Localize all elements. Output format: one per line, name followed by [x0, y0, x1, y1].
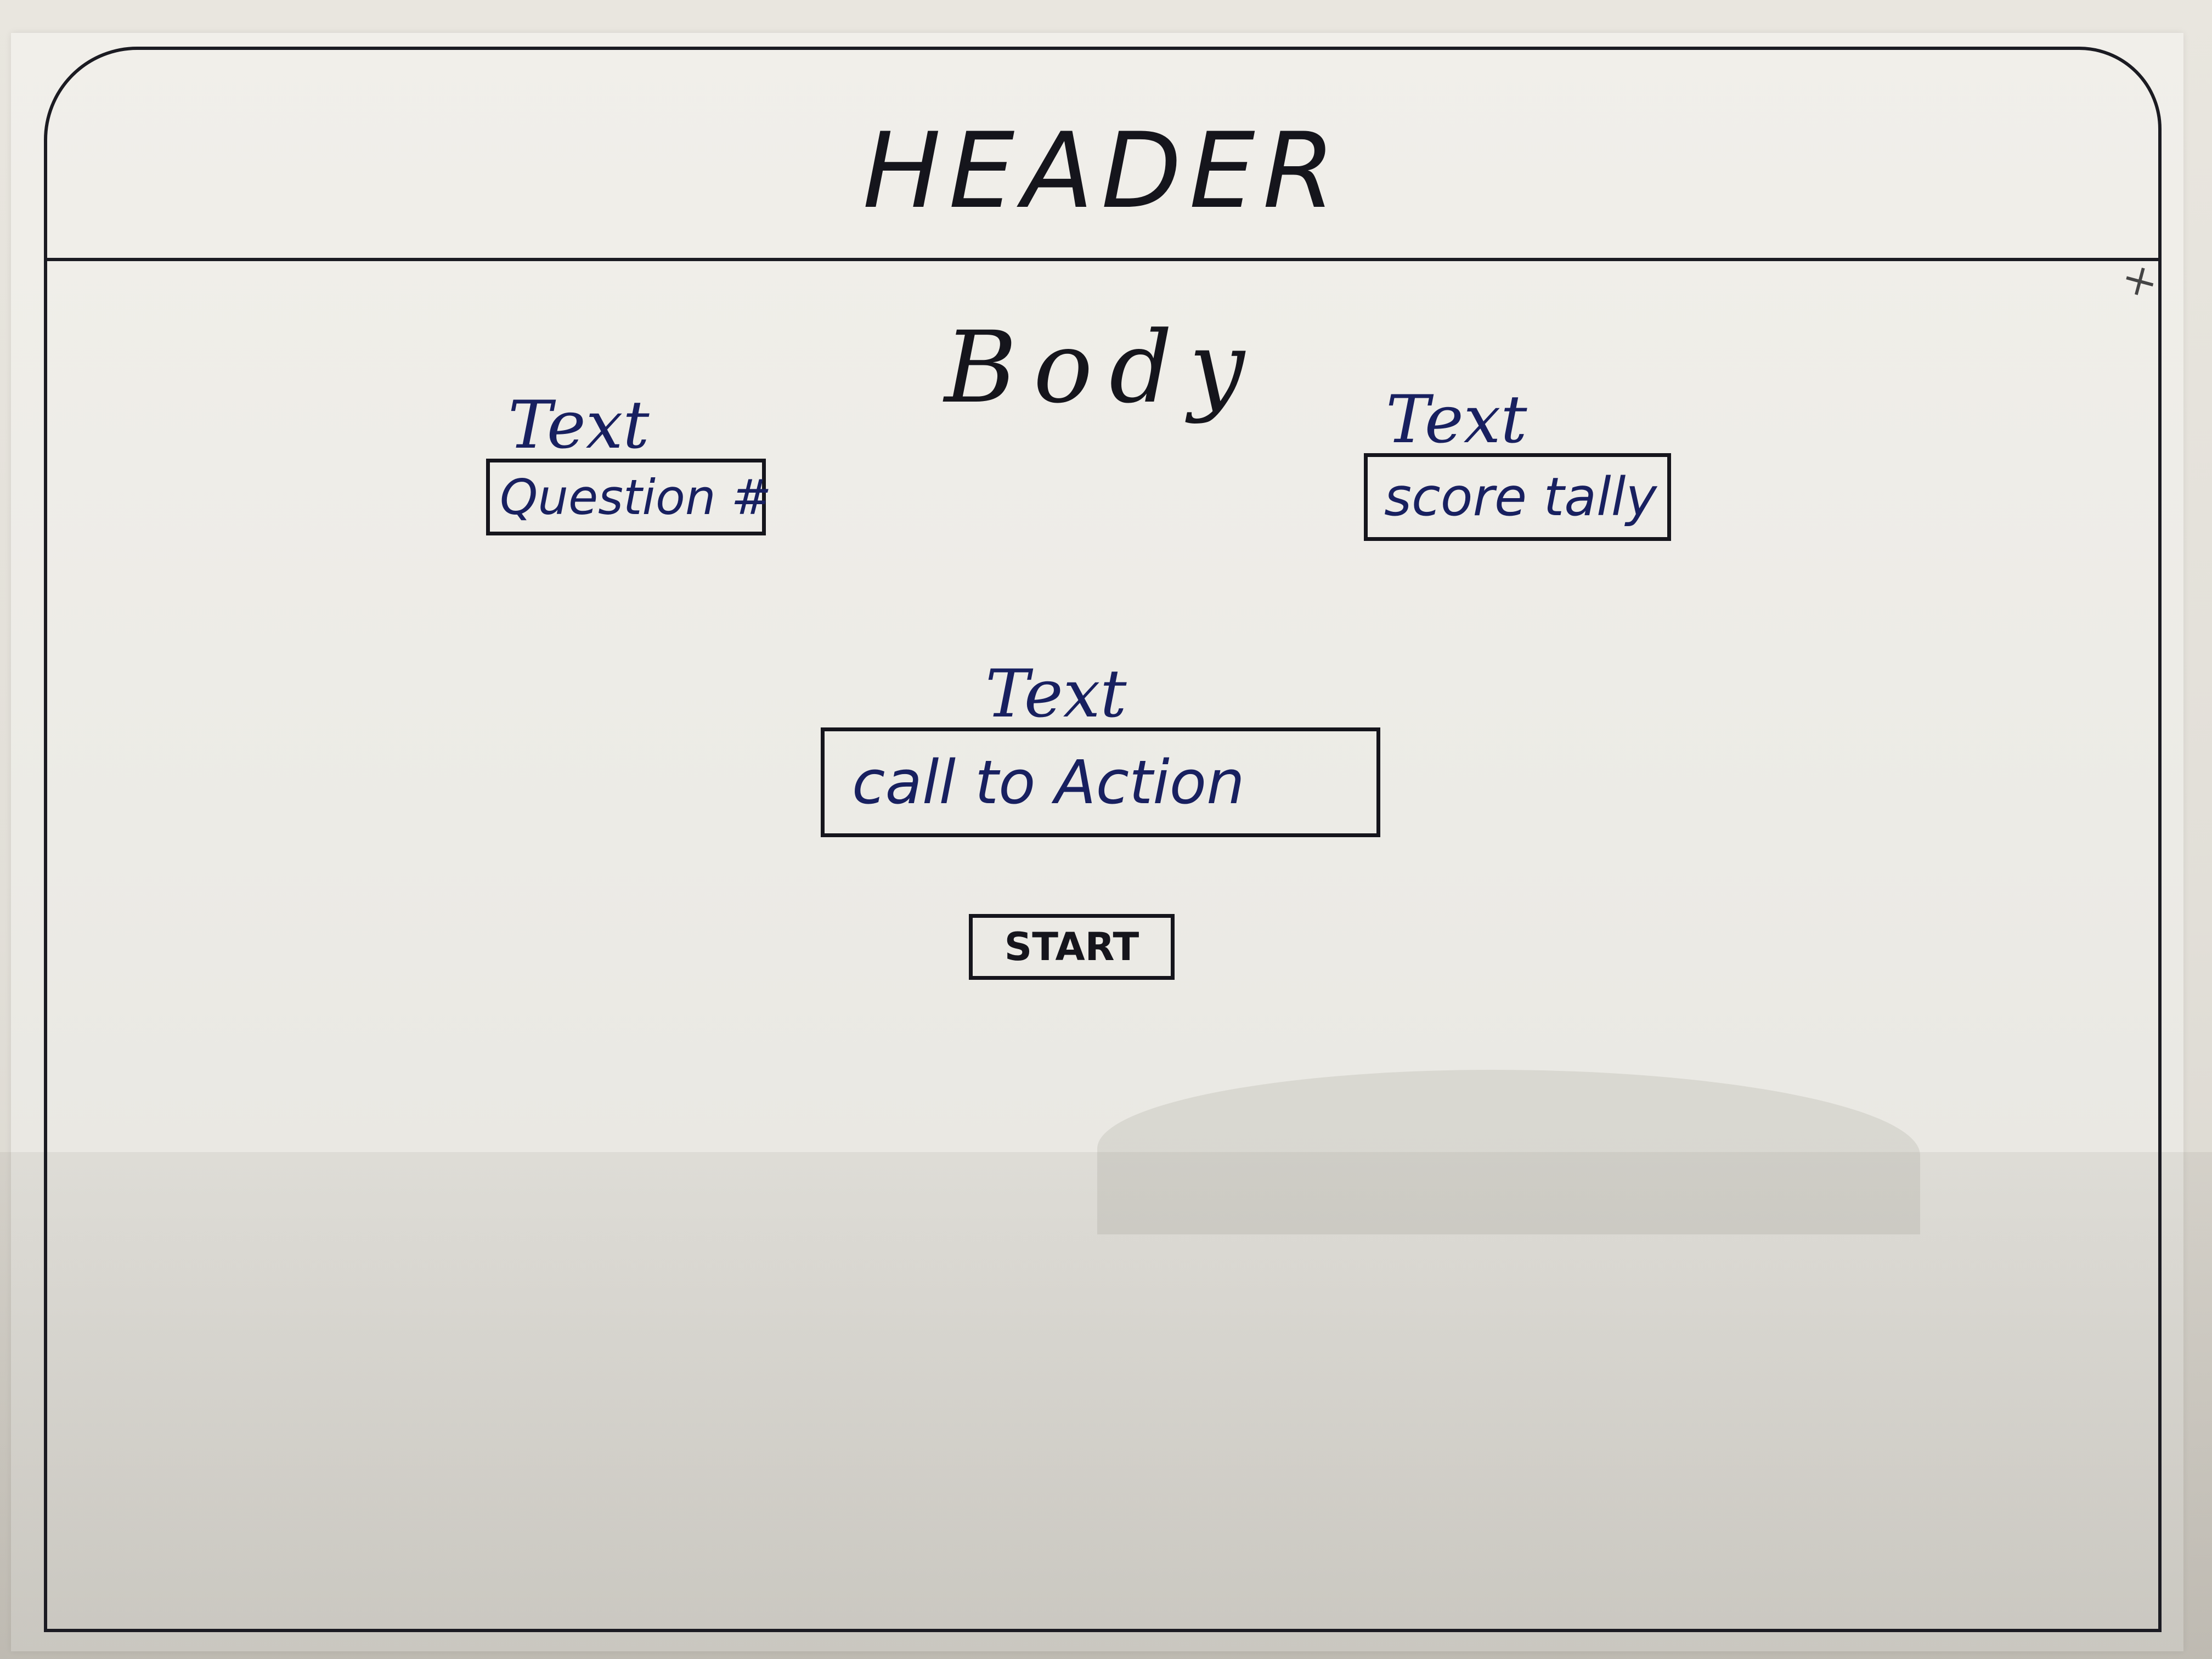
- header-region: HEADER: [47, 50, 2158, 261]
- paper-sheet: [11, 33, 2183, 1651]
- question-number-box: Question #: [486, 459, 771, 535]
- score-tally-widget: Text score tally: [1364, 387, 1671, 541]
- score-tally-caption: Text: [1386, 382, 1527, 458]
- wireframe-window: HEADER Body Text Question # Text score t…: [44, 47, 2162, 1632]
- question-number-caption: Text: [508, 387, 650, 464]
- call-to-action-box: call to Action: [821, 727, 1380, 837]
- body-label: Body: [944, 311, 1261, 425]
- call-to-action-widget: Text call to Action: [821, 662, 1380, 837]
- call-to-action-text: call to Action: [852, 747, 1245, 817]
- score-tally-text: score tally: [1384, 466, 1657, 528]
- score-tally-box: score tally: [1364, 453, 1671, 541]
- question-number-widget: Text Question #: [486, 387, 771, 535]
- question-number-text: Question #: [500, 469, 772, 526]
- call-to-action-caption: Text: [985, 656, 1127, 732]
- body-region: Body Text Question # Text score tally Te…: [47, 261, 2158, 1629]
- header-label: HEADER: [862, 110, 1343, 232]
- start-button[interactable]: START: [969, 914, 1175, 980]
